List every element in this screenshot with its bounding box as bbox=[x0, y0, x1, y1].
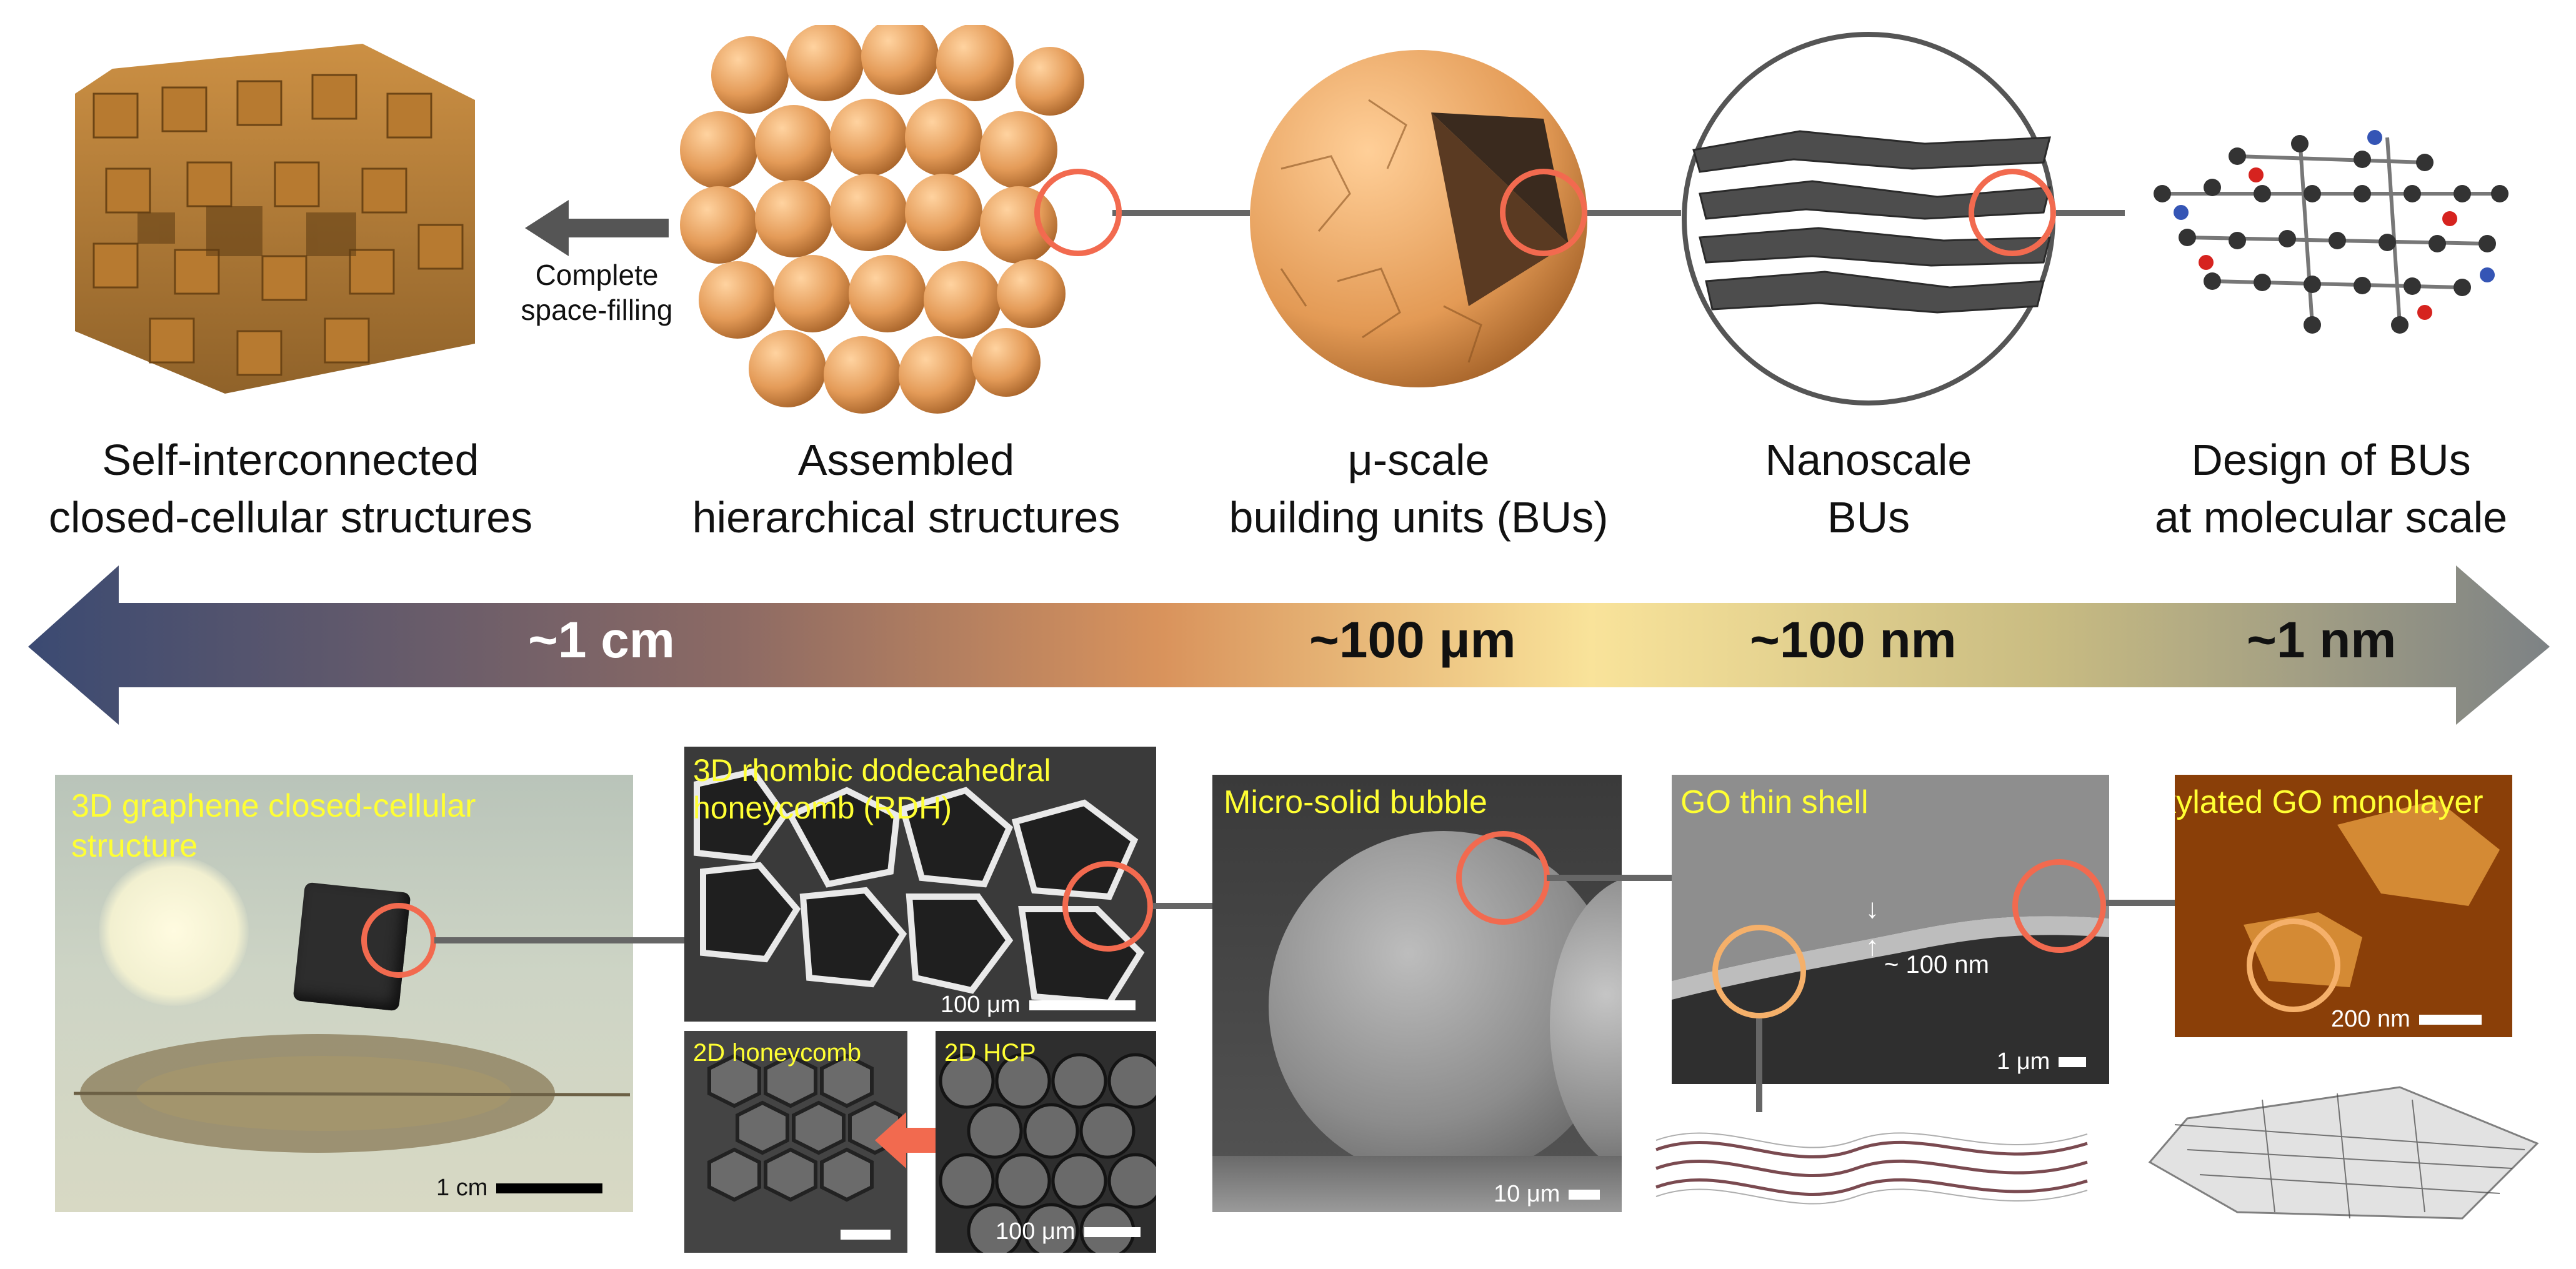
background-light-blob bbox=[99, 856, 249, 1006]
monolayer-scalebar-bar bbox=[2419, 1014, 2482, 1025]
title-nanoscale: Nanoscale BUs bbox=[1765, 435, 1972, 542]
graphene-photo-panel: 3D graphene closed-cellular structure 1 … bbox=[55, 775, 633, 1212]
scale-label-1nm: ~1 nm bbox=[2247, 612, 2397, 669]
graphene-scalebar: 1 cm bbox=[436, 1175, 603, 1202]
title-molecular: Design of BUs at molecular scale bbox=[2154, 435, 2508, 542]
shell-thickness-label: ~ 100 nm bbox=[1884, 951, 1989, 978]
hcp-2d-panel: 2D HCP 100 μm bbox=[936, 1031, 1156, 1253]
highlight-ring-graphene bbox=[361, 903, 436, 978]
bubble-substrate bbox=[1212, 1156, 1622, 1212]
honeycomb-scalebar-bar bbox=[841, 1230, 891, 1240]
highlight-ring-shell-right bbox=[2012, 859, 2106, 953]
monolayer-scalebar: 200 nm bbox=[2331, 1006, 2482, 1033]
rdh-scalebar-bar bbox=[1029, 1000, 1136, 1010]
highlight-ring-shell-left bbox=[1712, 925, 1806, 1018]
bubble-scalebar-text: 10 μm bbox=[1494, 1181, 1560, 1207]
bubble-scalebar: 10 μm bbox=[1494, 1181, 1600, 1208]
rdh-scalebar-text: 100 μm bbox=[941, 992, 1021, 1018]
honeycomb-2d-panel: 2D honeycomb bbox=[684, 1031, 907, 1253]
honeycomb-panel-label: 2D honeycomb bbox=[693, 1039, 862, 1067]
space-filling-arrow bbox=[525, 200, 669, 256]
highlight-ring-assembled bbox=[1034, 169, 1122, 256]
shell-scalebar: 1 μm bbox=[1997, 1048, 2087, 1075]
stacked-go-model bbox=[1655, 1132, 2088, 1205]
hcp-circles bbox=[939, 1053, 1156, 1253]
molecular-structure-illustration bbox=[2154, 130, 2509, 334]
title-closed-cellular: Self-interconnected closed-cellular stru… bbox=[48, 435, 533, 542]
hcp-scalebar-bar bbox=[1084, 1227, 1141, 1237]
rdh-panel-label: 3D rhombic dodecahedral honeycomb (RDH) bbox=[693, 753, 1051, 825]
scale-label-100um: ~100 μm bbox=[1309, 612, 1516, 669]
graphene-scalebar-bar bbox=[496, 1183, 603, 1193]
graphene-panel-label: 3D graphene closed-cellular structure bbox=[71, 788, 476, 864]
highlight-ring-rdh bbox=[1062, 861, 1153, 952]
length-scale-arrow bbox=[28, 565, 2550, 725]
nanoscale-sheets-illustration bbox=[1682, 32, 2055, 406]
graphene-scalebar-text: 1 cm bbox=[436, 1175, 488, 1201]
scale-label-1cm: ~1 cm bbox=[528, 612, 675, 669]
hcp-panel-label: 2D HCP bbox=[944, 1039, 1036, 1067]
hcp-to-honeycomb-arrow bbox=[875, 1112, 950, 1168]
highlight-ring-monolayer bbox=[2247, 918, 2340, 1012]
shell-thickness-arrow-down: ↓ bbox=[1865, 893, 1879, 924]
top-connector-1 bbox=[1112, 210, 1250, 216]
hcp-scalebar: 100 μm bbox=[996, 1218, 1141, 1245]
shell-scalebar-bar bbox=[2059, 1057, 2087, 1067]
bubble-panel-label: Micro-solid bubble bbox=[1224, 784, 1487, 820]
assembled-spheres-illustration bbox=[680, 25, 1084, 414]
monolayer-afm-panel: Alkylated GO monolayer 200 nm bbox=[2175, 775, 2512, 1037]
highlight-ring-nanoscale bbox=[1969, 169, 2056, 256]
shell-down-connector bbox=[1756, 1018, 1762, 1112]
bottom-connector-2 bbox=[1153, 903, 1216, 909]
hcp-scalebar-text: 100 μm bbox=[996, 1218, 1076, 1245]
bottom-connector-1 bbox=[434, 937, 684, 943]
closed-cellular-cube-illustration bbox=[75, 44, 475, 394]
bubble-scalebar-bar bbox=[1569, 1189, 1600, 1200]
shell-surface bbox=[1672, 775, 2109, 1000]
bottom-connector-4 bbox=[2106, 900, 2175, 906]
molecular-network-model bbox=[2148, 1086, 2539, 1220]
shell-panel-label: GO thin shell bbox=[1680, 784, 1869, 820]
shell-scalebar-text: 1 μm bbox=[1997, 1048, 2050, 1075]
honeycomb-cells bbox=[707, 1053, 902, 1202]
feather-grass bbox=[73, 1034, 631, 1153]
monolayer-scalebar-text: 200 nm bbox=[2331, 1006, 2410, 1032]
bottom-connector-3 bbox=[1547, 875, 1672, 881]
title-micro-scale: μ-scale building units (BUs) bbox=[1229, 435, 1609, 542]
shell-thickness-arrow-up: ↑ bbox=[1865, 931, 1879, 962]
highlight-ring-bubble-sem bbox=[1456, 831, 1550, 925]
rdh-scalebar: 100 μm bbox=[941, 992, 1136, 1018]
monolayer-panel-label: Alkylated GO monolayer bbox=[2175, 784, 2484, 820]
top-connector-2 bbox=[1587, 210, 1681, 216]
top-connector-3 bbox=[2056, 210, 2125, 216]
title-assembled: Assembled hierarchical structures bbox=[692, 435, 1121, 542]
bubble-sem-panel: Micro-solid bubble 10 μm bbox=[1212, 775, 1622, 1212]
honeycomb-scalebar bbox=[841, 1230, 891, 1240]
highlight-ring-bubble bbox=[1500, 169, 1587, 256]
scale-label-100nm: ~100 nm bbox=[1750, 612, 1957, 669]
space-filling-caption: Complete space-filling bbox=[521, 259, 673, 326]
